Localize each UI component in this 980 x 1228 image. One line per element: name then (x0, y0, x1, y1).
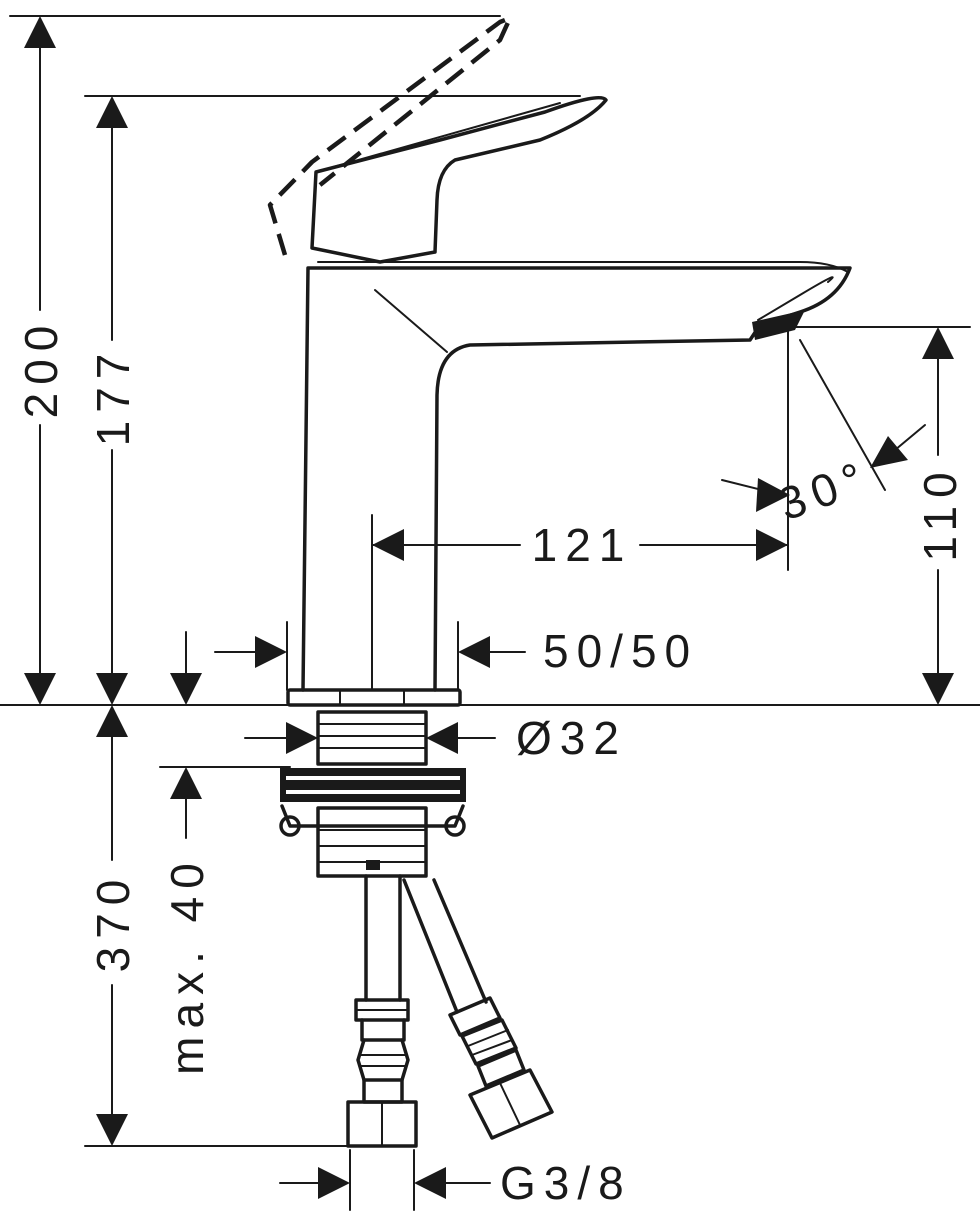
label-max-deck-thickness: max. 40 (161, 855, 213, 1075)
label-connection-thread: G3/8 (500, 1157, 632, 1209)
dimension-g3-8 (279, 1167, 491, 1199)
dimension-max-40 (170, 767, 202, 839)
dimension-110 (922, 327, 954, 705)
dimension-177 (96, 96, 128, 705)
label-body-width: 50/50 (543, 625, 698, 677)
label-total-height: 200 (15, 318, 67, 419)
label-spout-height: 110 (914, 464, 966, 561)
dimension-200 (24, 16, 56, 705)
dimension-370 (96, 705, 128, 1146)
dimension-50-50 (170, 631, 526, 705)
mounting-hardware (279, 710, 466, 878)
label-lever-height: 177 (87, 346, 139, 447)
label-spout-reach: 121 (532, 519, 633, 571)
dimension-diameter-32 (244, 722, 496, 754)
faucet-body (267, 15, 852, 707)
extension-lines (0, 15, 980, 1211)
label-below-deck-length: 370 (87, 872, 139, 973)
dimension-121 (371, 529, 789, 561)
dimension-30-degree (721, 339, 926, 512)
label-shank-diameter: Ø32 (516, 712, 627, 764)
supply-hoses (346, 874, 554, 1148)
